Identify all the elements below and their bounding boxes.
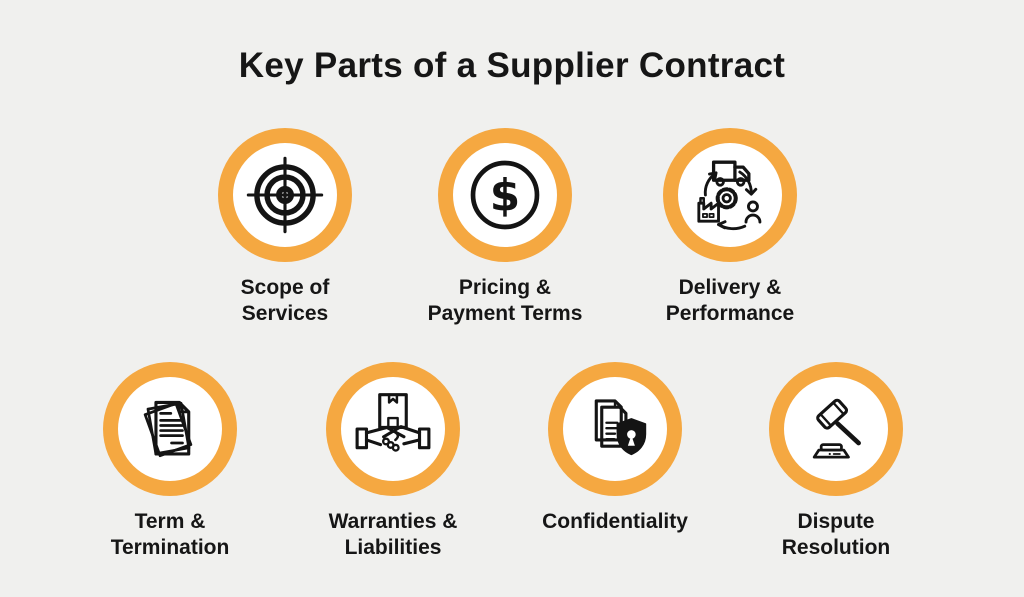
contract-part-item-scope: Scope of Services xyxy=(173,128,397,327)
icon-badge xyxy=(548,362,682,496)
page-title: Key Parts of a Supplier Contract xyxy=(238,46,786,85)
contract-part-item-delivery: Delivery & Performance xyxy=(618,128,842,327)
item-label: Dispute Resolution xyxy=(781,510,891,559)
icon-badge xyxy=(769,362,903,496)
contract-part-item-warranties: Warranties & Liabilities xyxy=(281,362,505,561)
item-label: Scope of Services xyxy=(240,276,330,325)
supply-cycle-icon xyxy=(697,160,762,231)
icon-badge xyxy=(326,362,460,496)
item-label: Delivery & Performance xyxy=(665,276,795,325)
item-label: Pricing & Payment Terms xyxy=(427,276,583,325)
dollar-coin-icon: $ xyxy=(470,160,540,230)
contract-part-item-pricing: $ Pricing & Payment Terms xyxy=(393,128,617,327)
contract-part-item-dispute: Dispute Resolution xyxy=(724,362,948,561)
icon-badge xyxy=(103,362,237,496)
icon-badge xyxy=(218,128,352,262)
item-label: Term & Termination xyxy=(110,510,230,559)
item-label: Warranties & Liabilities xyxy=(328,510,458,559)
target-icon xyxy=(246,156,324,234)
icon-badge: $ xyxy=(438,128,572,262)
icon-badge xyxy=(663,128,797,262)
item-label: Confidentiality xyxy=(542,510,688,533)
documents-stack-icon xyxy=(143,400,193,458)
handshake-package-icon xyxy=(355,393,431,452)
gavel-icon xyxy=(812,398,861,459)
svg-text:$: $ xyxy=(490,170,520,221)
contract-part-item-term: Term & Termination xyxy=(58,362,282,561)
document-shield-icon xyxy=(594,399,647,456)
contract-part-item-confidentiality: Confidentiality xyxy=(503,362,727,535)
